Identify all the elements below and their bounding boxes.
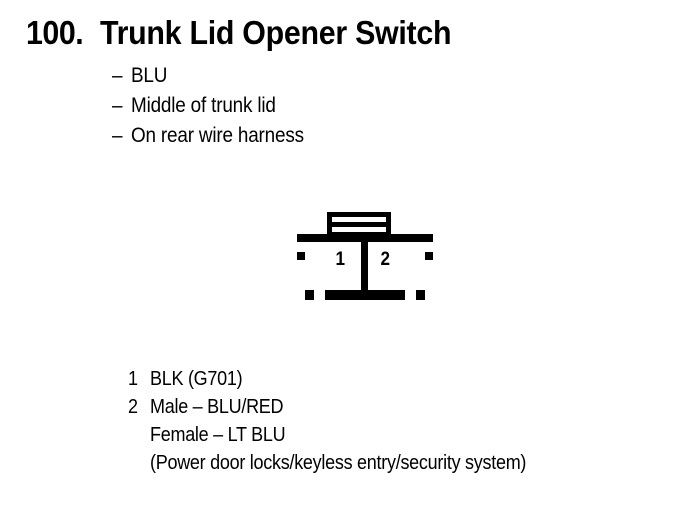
pin-divider (361, 234, 368, 300)
list-item: – Middle of trunk lid (112, 94, 323, 124)
bottom-notch-left (314, 290, 325, 300)
legend-pin-number: 2 (128, 396, 138, 418)
dash-icon: – (112, 124, 123, 147)
list-item-label: On rear wire harness (131, 124, 304, 147)
legend-pin-label: Male – BLU/RED (150, 396, 284, 418)
latch-slot-upper (332, 217, 386, 222)
dash-icon: – (112, 64, 123, 87)
right-flange-notch-lower (425, 260, 436, 300)
latch-slot-lower (332, 227, 386, 232)
legend-pin-number: 1 (128, 368, 138, 390)
pin-legend: 1 BLK (G701) 2 Male – BLU/RED Female – L… (128, 368, 568, 480)
list-item-label: Middle of trunk lid (131, 94, 276, 117)
legend-pin-label: BLK (G701) (150, 368, 243, 390)
legend-row: 1 BLK (G701) (128, 368, 568, 396)
right-flange-notch-upper (425, 242, 436, 252)
connector-diagram: 1 2 (294, 210, 436, 305)
legend-row: (Power door locks/keyless entry/security… (128, 452, 568, 480)
left-flange-notch-upper (294, 242, 305, 252)
attribute-list: – BLU – Middle of trunk lid – On rear wi… (112, 64, 323, 154)
connector-latch-tab (327, 212, 391, 238)
legend-row: 2 Male – BLU/RED (128, 396, 568, 424)
pin-number-1: 1 (335, 249, 346, 270)
item-number: 100. (26, 14, 84, 51)
page-title: 100. Trunk Lid Opener Switch (26, 14, 482, 52)
legend-pin-label: (Power door locks/keyless entry/security… (150, 452, 527, 474)
legend-pin-label: Female – LT BLU (150, 424, 286, 446)
left-flange-notch-lower (294, 260, 305, 300)
list-item: – BLU (112, 64, 323, 94)
page-title-text: Trunk Lid Opener Switch (100, 14, 452, 51)
list-item: – On rear wire harness (112, 124, 323, 154)
legend-row: Female – LT BLU (128, 424, 568, 452)
dash-icon: – (112, 94, 123, 117)
bottom-notch-right (405, 290, 416, 300)
pin-number-2: 2 (380, 249, 391, 270)
list-item-label: BLU (131, 64, 168, 87)
